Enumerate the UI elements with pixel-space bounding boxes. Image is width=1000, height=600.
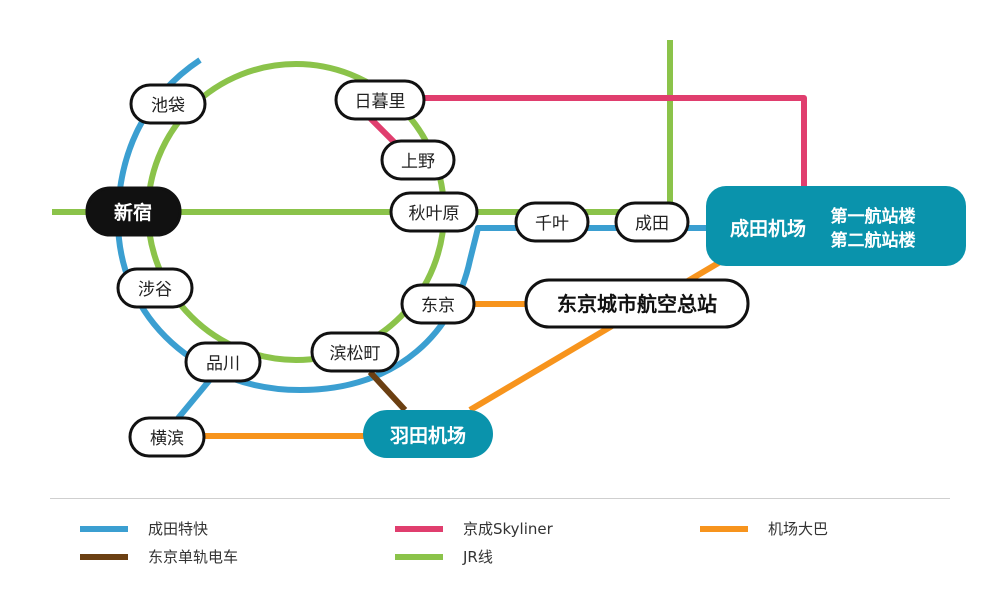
station-tcat[interactable]: 东京城市航空总站 (524, 278, 750, 329)
station-chiba[interactable]: 千叶 (514, 201, 590, 243)
station-ikebukuro-label: 池袋 (151, 96, 185, 116)
legend-monorail: 东京单轨电车 (80, 546, 238, 567)
station-shibuya-label: 涉谷 (138, 280, 172, 300)
legend-jr: JR线 (395, 546, 493, 567)
monorail-line (367, 369, 408, 413)
station-nippori[interactable]: 日暮里 (334, 79, 426, 121)
narita-terminal-1-label: 第一航站楼 (831, 206, 916, 227)
legend-label-airport-bus: 机场大巴 (768, 520, 829, 538)
station-nippori-label: 日暮里 (355, 92, 406, 112)
route-map: 池袋 日暮里 上野 新宿 秋叶原 千叶 成田 涉谷 (52, 40, 966, 458)
legend-divider (50, 498, 950, 499)
legend-swatch-jr (395, 553, 443, 560)
station-tokyo[interactable]: 东京 (400, 283, 476, 325)
station-narita-label: 成田 (635, 214, 669, 234)
legend-skyliner: 京成Skyliner (395, 518, 553, 539)
station-ueno[interactable]: 上野 (380, 139, 456, 181)
station-narita-airport-label: 成田机场 (730, 217, 806, 240)
station-shibuya[interactable]: 涉谷 (116, 267, 194, 309)
station-narita[interactable]: 成田 (614, 201, 690, 243)
legend-swatch-airport-bus (700, 525, 748, 532)
station-haneda-airport-label: 羽田机场 (390, 425, 466, 447)
legend-swatch-monorail (80, 553, 128, 560)
legend-narita-express: 成田特快 (80, 518, 208, 539)
station-yokohama[interactable]: 横滨 (128, 416, 206, 458)
station-ueno-label: 上野 (401, 152, 435, 172)
station-narita-airport[interactable]: 成田机场 第一航站楼 第二航站楼 (706, 186, 966, 266)
legend-label-narita-express: 成田特快 (148, 520, 209, 538)
station-yokohama-label: 横滨 (150, 429, 184, 449)
legend-airport-bus: 机场大巴 (700, 518, 828, 539)
legend-label-jr: JR线 (463, 548, 493, 566)
legend-swatch-skyliner (395, 525, 443, 532)
station-haneda-airport[interactable]: 羽田机场 (363, 410, 493, 458)
station-chiba-label: 千叶 (535, 214, 569, 234)
station-hamamatsucho-label: 滨松町 (330, 344, 381, 364)
legend-label-skyliner: 京成Skyliner (463, 520, 553, 538)
legend-swatch-narita-express (80, 525, 128, 532)
station-shinagawa[interactable]: 品川 (184, 341, 262, 383)
narita-terminal-2-label: 第二航站楼 (831, 230, 916, 251)
station-shinjuku-label: 新宿 (114, 201, 152, 224)
legend-label-monorail: 东京单轨电车 (148, 548, 239, 566)
station-ikebukuro[interactable]: 池袋 (129, 83, 207, 125)
skyliner-line (420, 95, 807, 186)
station-shinjuku[interactable]: 新宿 (85, 186, 182, 237)
station-tokyo-label: 东京 (421, 296, 455, 316)
station-akihabara[interactable]: 秋叶原 (389, 191, 479, 233)
station-shinagawa-label: 品川 (206, 354, 240, 374)
station-tcat-label: 东京城市航空总站 (557, 292, 717, 316)
station-akihabara-label: 秋叶原 (409, 204, 460, 224)
station-hamamatsucho[interactable]: 滨松町 (310, 331, 400, 373)
